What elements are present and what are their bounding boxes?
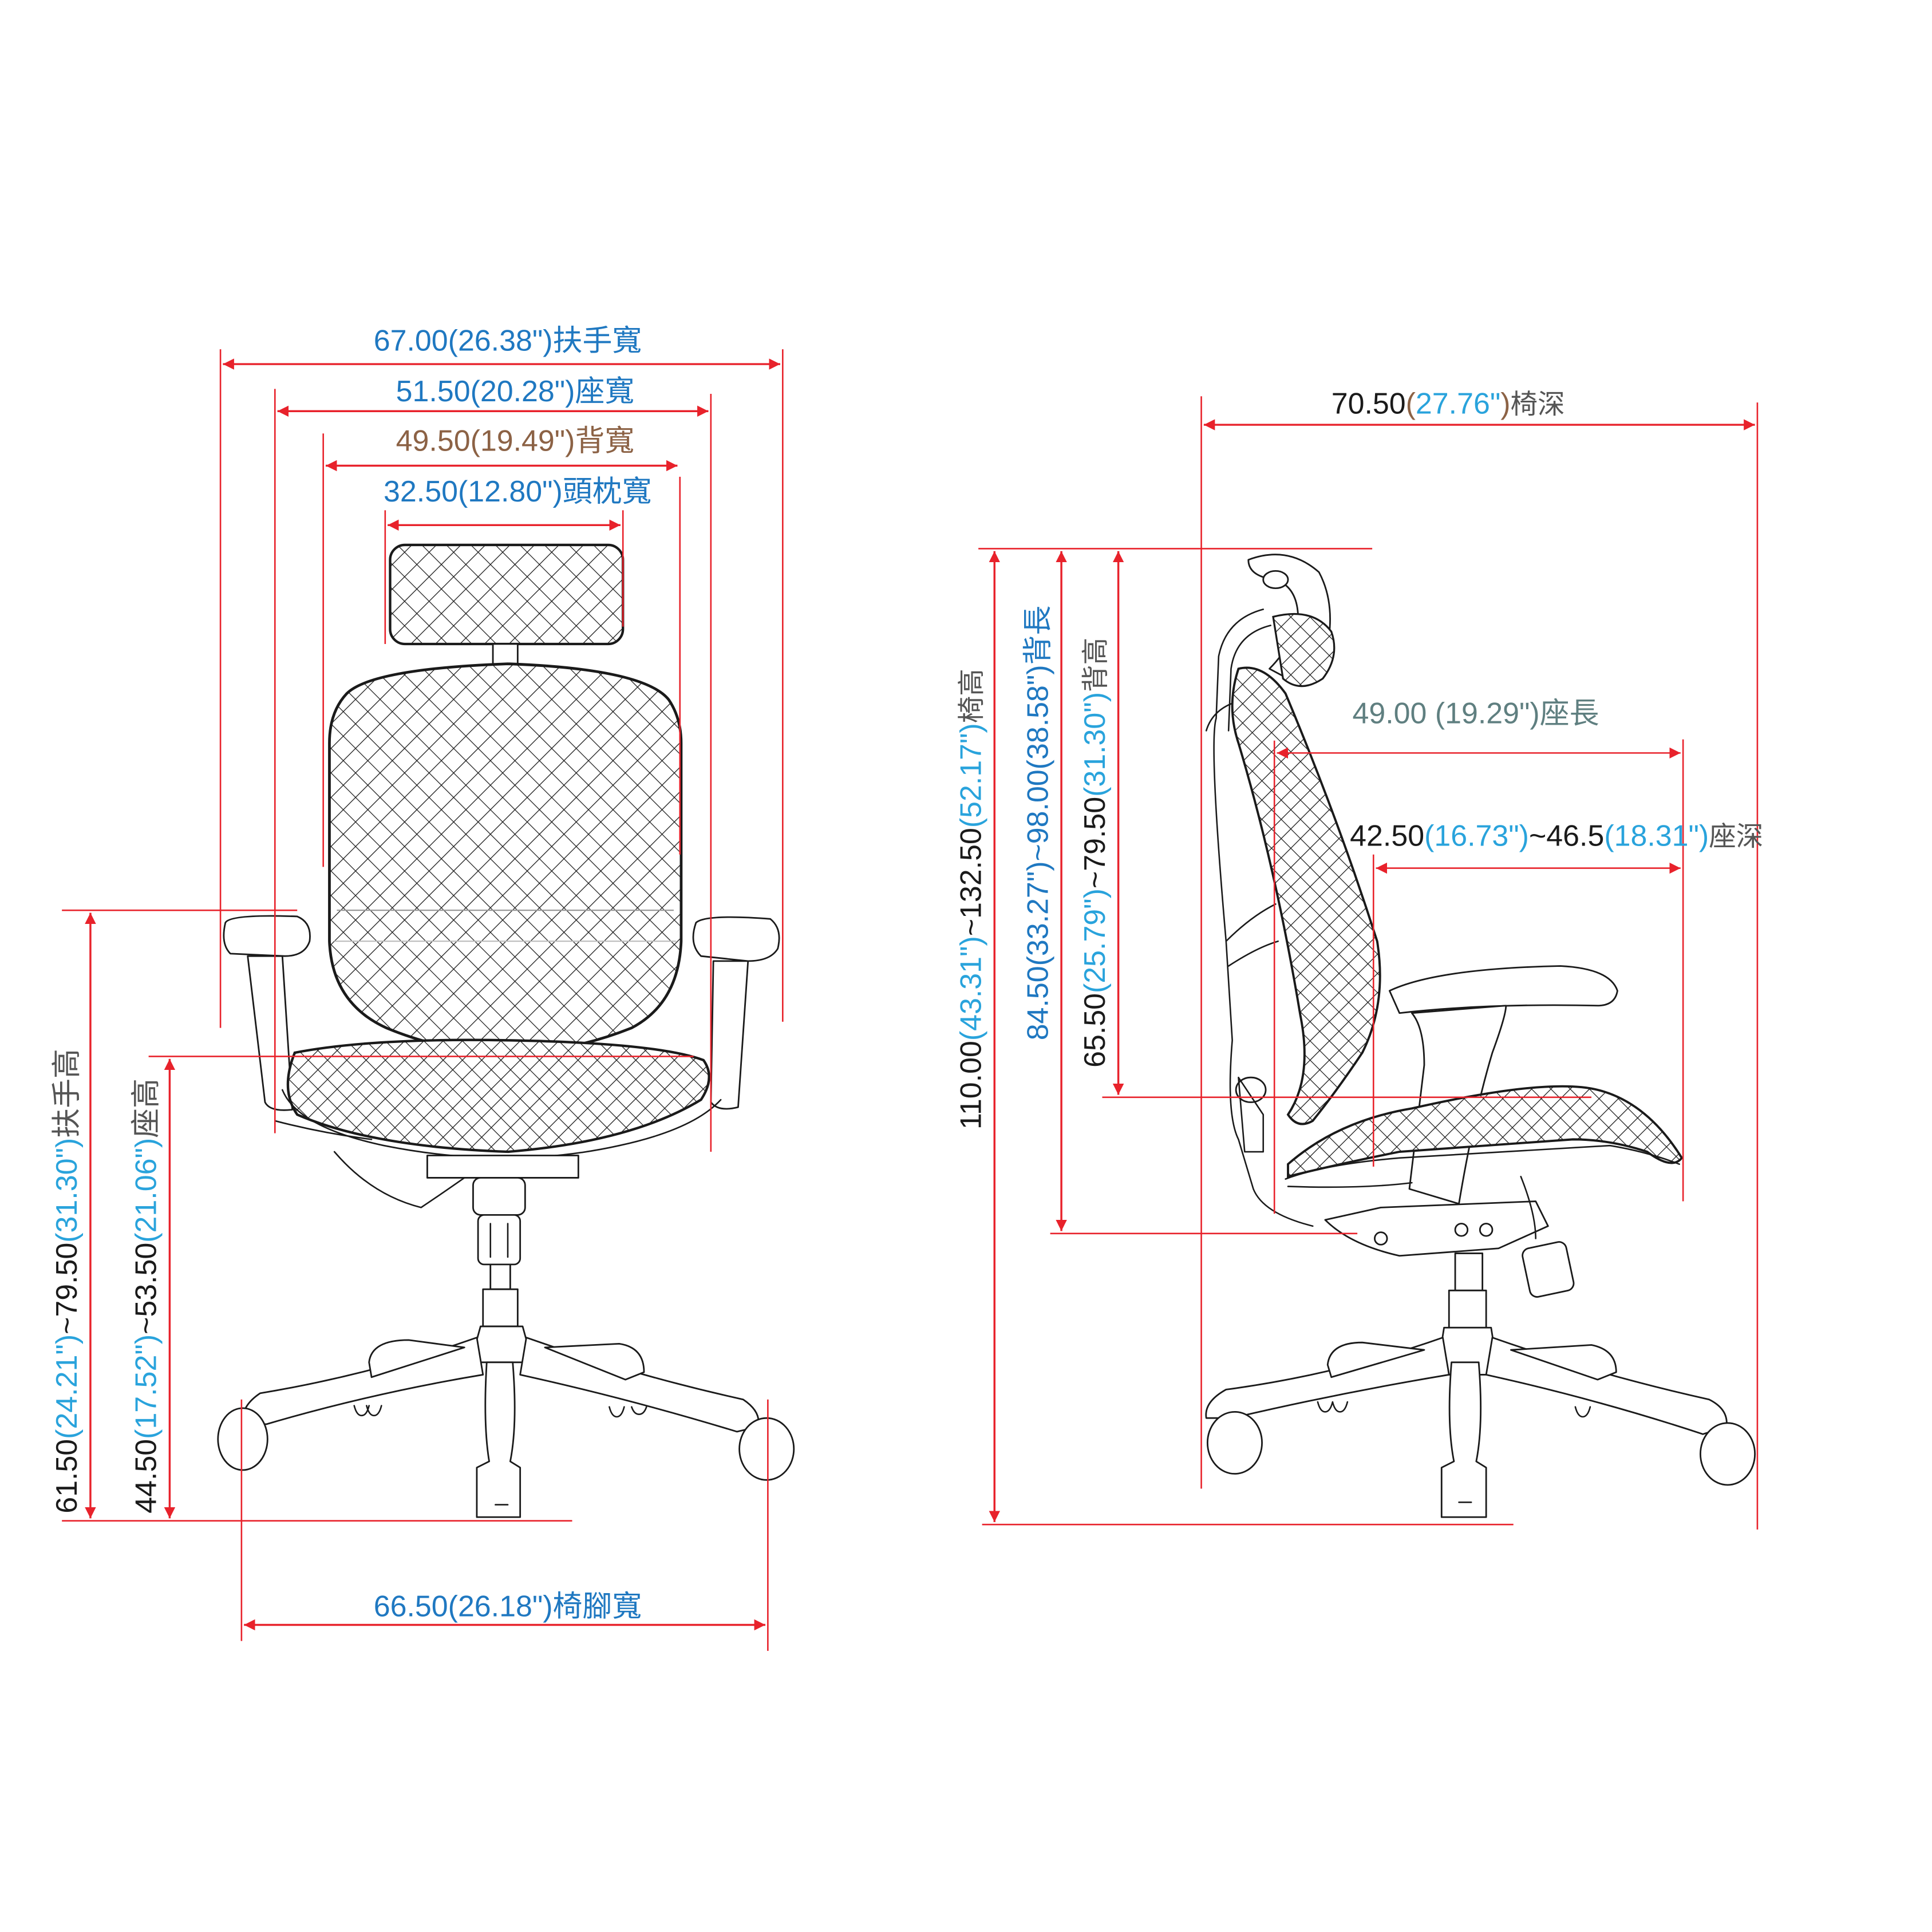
front-view-dimensions: 67.00(26.38")扶手寬 51.50(20.28")座寬 49.50(1… bbox=[50, 319, 784, 1651]
side-view-chair-drawing bbox=[1205, 554, 1756, 1518]
back-length-label: 84.50(33.27")~98.00(38.58")背長 bbox=[1021, 606, 1055, 1041]
backrest bbox=[328, 662, 683, 1054]
seat-height-label: 44.50(17.52")~53.50(21.06")座高 bbox=[129, 1078, 164, 1514]
headrest-width-label: 32.50(12.80")頭枕寬 bbox=[384, 475, 652, 509]
chair-depth-label: 70.50(27.76")椅深 bbox=[1332, 388, 1565, 421]
base-width-label: 66.50(26.18")椅腳寬 bbox=[374, 1589, 642, 1623]
back-height-label: 65.50(25.79")~79.50(31.30")背高 bbox=[1078, 638, 1112, 1068]
armrest-width-label: 67.00(26.38")扶手寬 bbox=[374, 323, 642, 358]
armrest-height-label: 61.50(24.21")~79.50(31.30")扶手高 bbox=[50, 1049, 84, 1514]
front-view-chair-drawing bbox=[217, 543, 795, 1518]
headrest bbox=[389, 543, 625, 646]
seat-cushion bbox=[286, 1038, 710, 1153]
side-view-dimensions: 70.50(27.76")椅深 49.00 (19.29")座長 42.50(1… bbox=[954, 388, 1763, 1530]
seat-depth-label: 42.50(16.73")~46.5(18.31")座深 bbox=[1350, 820, 1763, 853]
back-width-label: 49.50(19.49")背寬 bbox=[396, 424, 635, 459]
chair-height-label: 110.00(43.31")~132.50(52.17")椅高 bbox=[954, 669, 987, 1129]
seat-length-label: 49.00 (19.29")座長 bbox=[1353, 696, 1599, 730]
seat-width-label: 51.50(20.28")座寬 bbox=[396, 374, 635, 409]
